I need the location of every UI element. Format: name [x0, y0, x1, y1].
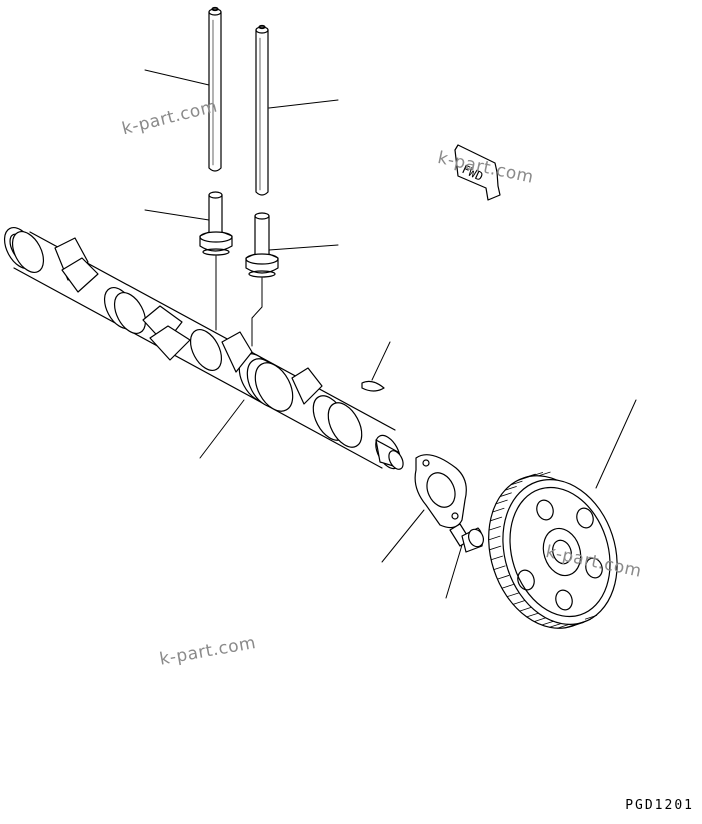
gear-tooth: [489, 546, 500, 550]
gear-tooth: [511, 481, 522, 485]
leader-tappet-right: [269, 245, 338, 250]
gear-tooth: [557, 625, 568, 629]
gear-tooth: [550, 624, 561, 628]
figure-code: PGD1201: [625, 798, 694, 813]
woodruff-key: [362, 381, 384, 391]
cam-gear: [470, 460, 635, 644]
fwd-direction-arrow: FWD: [455, 145, 500, 200]
gear-tooth: [496, 500, 507, 504]
gear-tooth: [542, 621, 553, 625]
gear-tooth: [531, 472, 542, 476]
thrust-plate: [415, 455, 466, 528]
leader-bolt: [446, 545, 462, 598]
leader-cam-gear: [596, 400, 636, 488]
gear-tooth: [539, 472, 550, 476]
gear-tooth: [524, 474, 535, 478]
gear-tooth: [490, 517, 501, 521]
gear-tooth: [500, 493, 511, 497]
gear-tooth: [505, 486, 516, 490]
gear-tooth: [565, 624, 576, 628]
gear-tooth: [520, 607, 531, 611]
gear-tooth: [527, 613, 538, 617]
gear-tooth: [534, 618, 545, 622]
leader-push-rod-right: [269, 100, 338, 108]
push-rod-right: [256, 26, 268, 196]
leader-push-rod-left: [145, 70, 209, 85]
gear-tooth: [502, 585, 513, 589]
gear-tooth: [572, 622, 583, 626]
camshaft: [0, 222, 406, 470]
gear-tooth: [579, 620, 590, 624]
gear-tooth: [493, 508, 504, 512]
bolt: [450, 524, 486, 552]
tappet-left: [200, 192, 232, 255]
leader-camshaft: [200, 400, 244, 458]
gear-tooth: [513, 601, 524, 605]
gear-tooth: [497, 575, 508, 579]
leader-lines: [145, 70, 636, 598]
gear-tooth: [489, 536, 500, 540]
leader-tappet-left: [145, 210, 209, 220]
gear-tooth: [585, 615, 596, 619]
gear-tooth: [507, 593, 518, 597]
push-rod-left: [209, 8, 221, 172]
position-lines: [216, 256, 262, 346]
gear-tooth: [489, 526, 500, 530]
gear-tooth: [491, 556, 502, 560]
gear-tooth: [494, 566, 505, 570]
gear-tooth: [517, 477, 528, 481]
leader-key: [372, 342, 390, 380]
tappet-right: [246, 213, 278, 277]
leader-thrust-plate: [382, 510, 424, 562]
